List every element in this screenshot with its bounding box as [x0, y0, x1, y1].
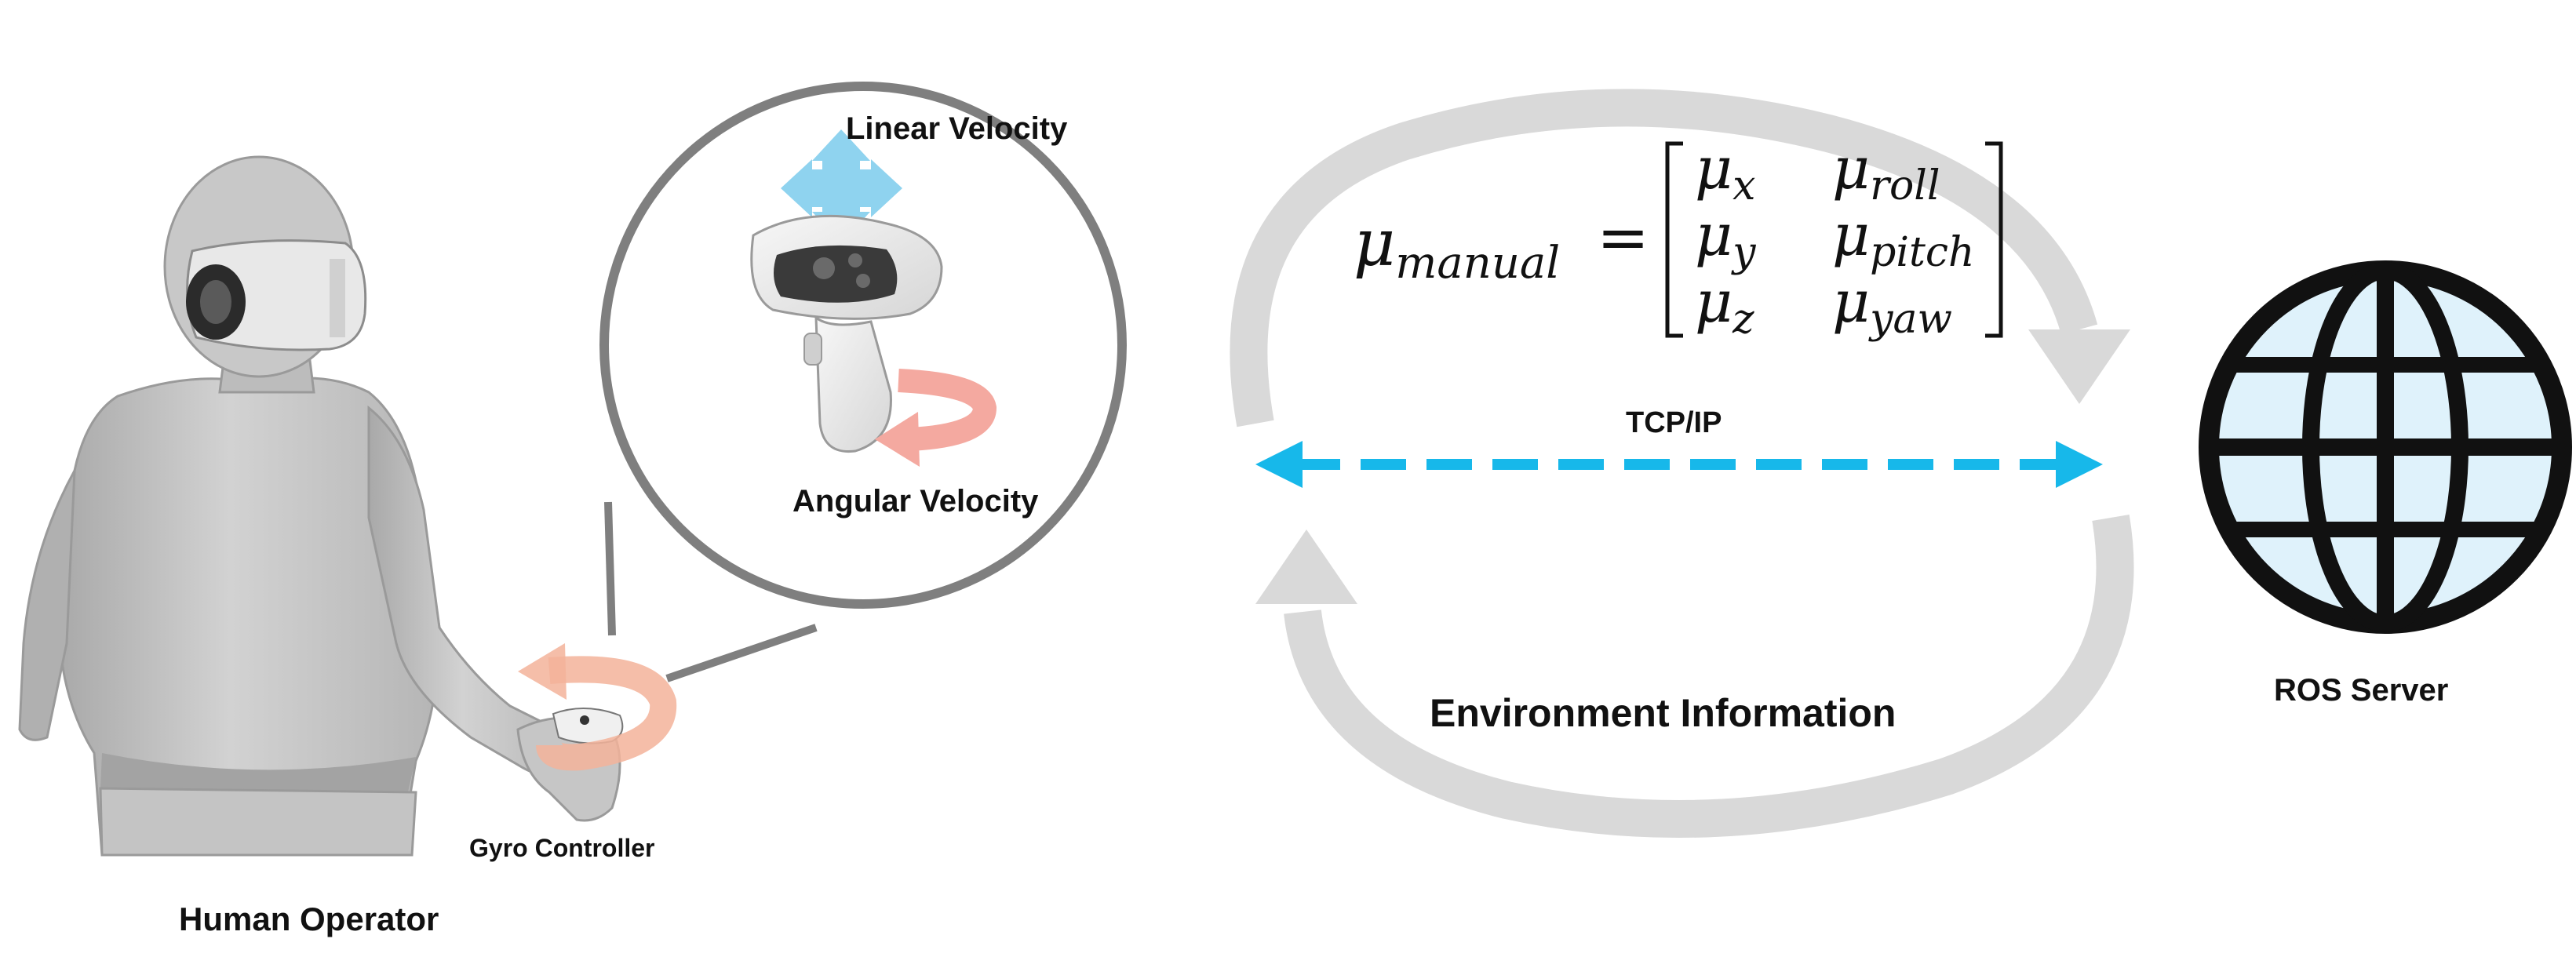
equation-equals: = [1597, 201, 1649, 274]
matrix-cell-2-0: μz [1695, 268, 1754, 343]
equation-lhs: μmanual [1354, 206, 1560, 289]
angular-velocity-label: Angular Velocity [792, 484, 1039, 519]
gyro-controller-label: Gyro Controller [469, 834, 655, 862]
tcp-ip-label: TCP/IP [1626, 406, 1722, 439]
manual-command-equation: μmanual = μx μroll μy μpitch μz μyaw [1354, 135, 2003, 343]
matrix-cell-1-1: μpitch [1832, 202, 1975, 276]
angular-velocity-arrow-icon [875, 369, 997, 467]
human-vr-figure-icon [18, 155, 624, 857]
equation-matrix: μx μroll μy μpitch μz μyaw [1695, 135, 1975, 343]
environment-information-label: Environment Information [1430, 691, 1896, 735]
matrix-cell-0-1: μroll [1832, 135, 1940, 209]
vr-controller-icon [750, 214, 943, 453]
matrix-cell-2-1: μyaw [1832, 268, 1952, 343]
matrix-cell-1-0: μy [1695, 202, 1756, 276]
wrist-rotation-arrow-icon [518, 643, 677, 771]
cycle-arrowhead-right [2028, 329, 2130, 404]
human-operator-label: Human Operator [179, 901, 439, 937]
cycle-arrows-icon [1230, 89, 2134, 838]
ros-server-label: ROS Server [2274, 673, 2449, 708]
globe-icon [2199, 260, 2572, 634]
tcp-ip-arrow [1255, 441, 2103, 488]
linear-velocity-label: Linear Velocity [846, 111, 1068, 146]
matrix-cell-0-0: μx [1695, 135, 1755, 209]
linear-velocity-arrow-icon [781, 129, 902, 243]
cycle-arrowhead-left [1255, 529, 1357, 604]
